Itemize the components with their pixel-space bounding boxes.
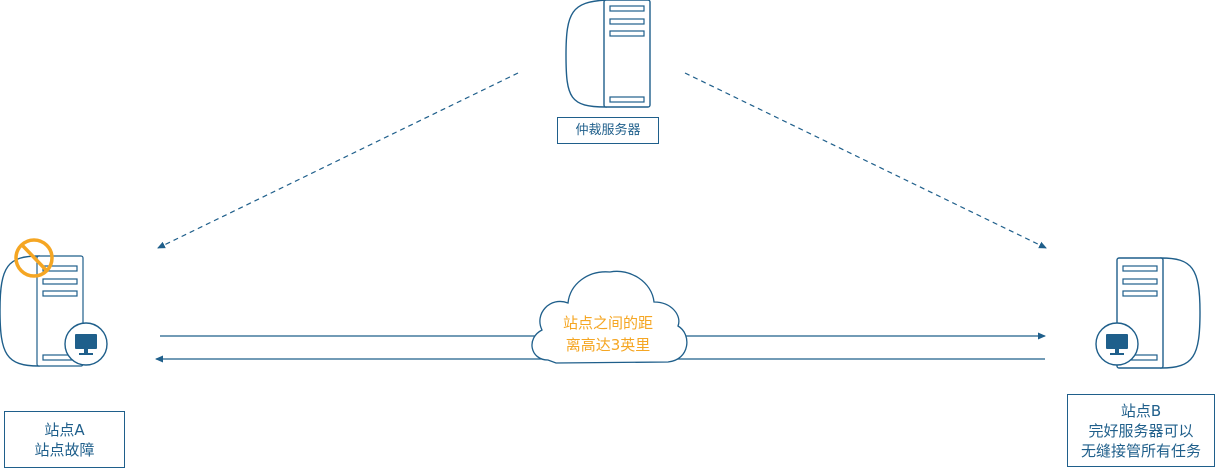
distance-note: 站点之间的距 离高达3英里 <box>528 312 688 356</box>
prohibited-icon <box>14 238 54 278</box>
arbiter-label: 仲裁服务器 <box>557 117 659 144</box>
arbiter-label-text: 仲裁服务器 <box>575 122 641 138</box>
site-b-status-line2: 无缝接管所有任务 <box>1080 441 1201 460</box>
site-a-monitor-icon <box>64 322 108 366</box>
arbiter-server-icon <box>565 0 651 108</box>
site-a-name: 站点A <box>44 420 85 439</box>
distance-note-line1: 站点之间的距 <box>562 314 653 332</box>
site-a-label: 站点A 站点故障 <box>4 411 125 468</box>
arbiter-to-site-b-link <box>684 72 1047 249</box>
cloud-icon <box>531 270 688 364</box>
site-b-status-line1: 完好服务器可以 <box>1088 421 1194 440</box>
arbiter-to-site-a-link <box>157 72 519 249</box>
site-b-name: 站点B <box>1120 401 1162 420</box>
site-a-status: 站点故障 <box>34 440 95 459</box>
distance-note-line2: 离高达3英里 <box>565 336 651 354</box>
site-b-monitor-icon <box>1095 322 1139 366</box>
site-b-label: 站点B 完好服务器可以 无缝接管所有任务 <box>1067 394 1215 467</box>
